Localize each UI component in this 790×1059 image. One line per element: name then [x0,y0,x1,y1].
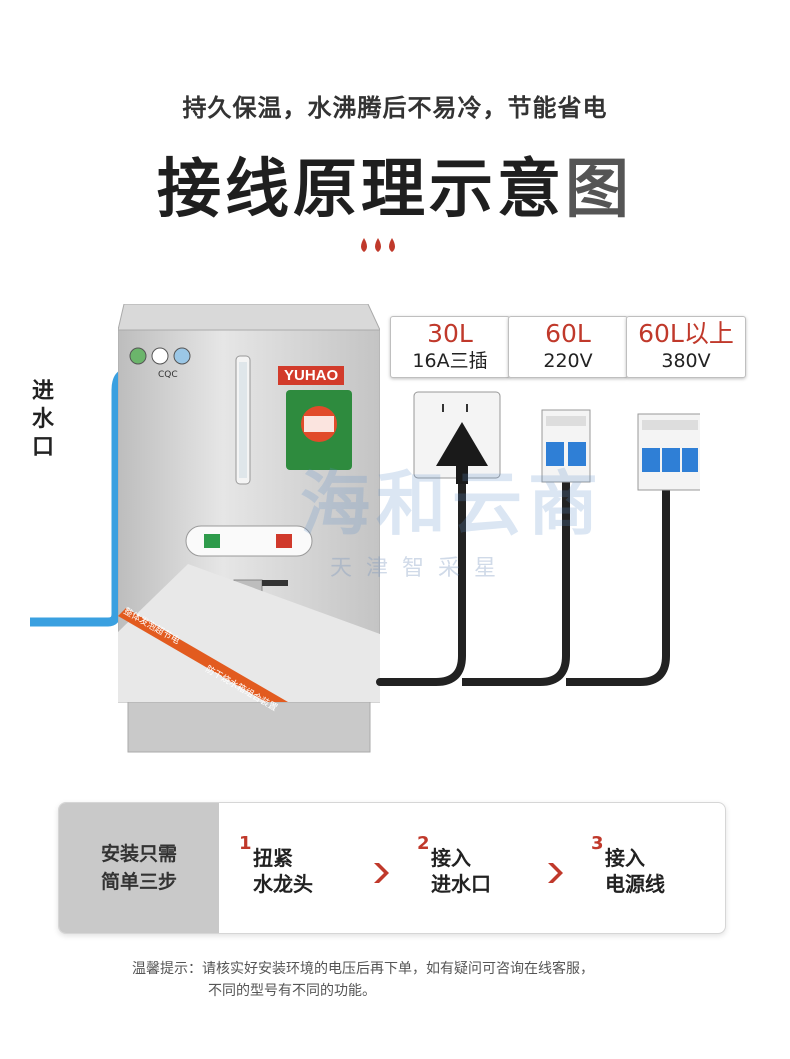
title-main: 接线原理示意 [157,153,565,227]
spec-card-60l: 60L 220V [508,316,628,378]
steps-lead: 安装只需 简单三步 [59,803,219,933]
spec-card-30l: 30L 16A三插 [390,316,510,378]
wiring-diagram [376,391,700,686]
wall-socket-icon [413,391,501,484]
drops-decoration [361,238,395,252]
watermark: 海和云商 [300,463,604,545]
watermark-sub: 天津智采星 [330,556,511,581]
page-title: 接线原理示意图 [0,138,790,230]
cert-mark: CQC [158,370,178,380]
breaker-2p-icon [541,409,591,483]
breaker-3p-icon [637,413,700,491]
title-last: 图 [565,153,633,227]
spec-card-60l-plus: 60L以上 380V [626,316,746,378]
install-steps-panel: 安装只需 简单三步 1 扭紧水龙头 2 接入进水口 3 接入电源线 [58,802,726,934]
subtitle: 持久保温，水沸腾后不易冷，节能省电 [182,94,608,122]
chevron-right-icon [548,863,563,883]
water-boiler: YUHAO CQC 整体发泡超节电 防干烧水箱组合装置 [117,303,381,756]
inlet-label: 进 水 口 [32,379,55,460]
brand-logo: YUHAO [278,366,345,385]
notice: 温馨提示：请核实好安装环境的电压后再下单，如有疑问可咨询在线客服， 不同的型号有… [132,961,594,999]
chevron-right-icon [374,863,389,883]
